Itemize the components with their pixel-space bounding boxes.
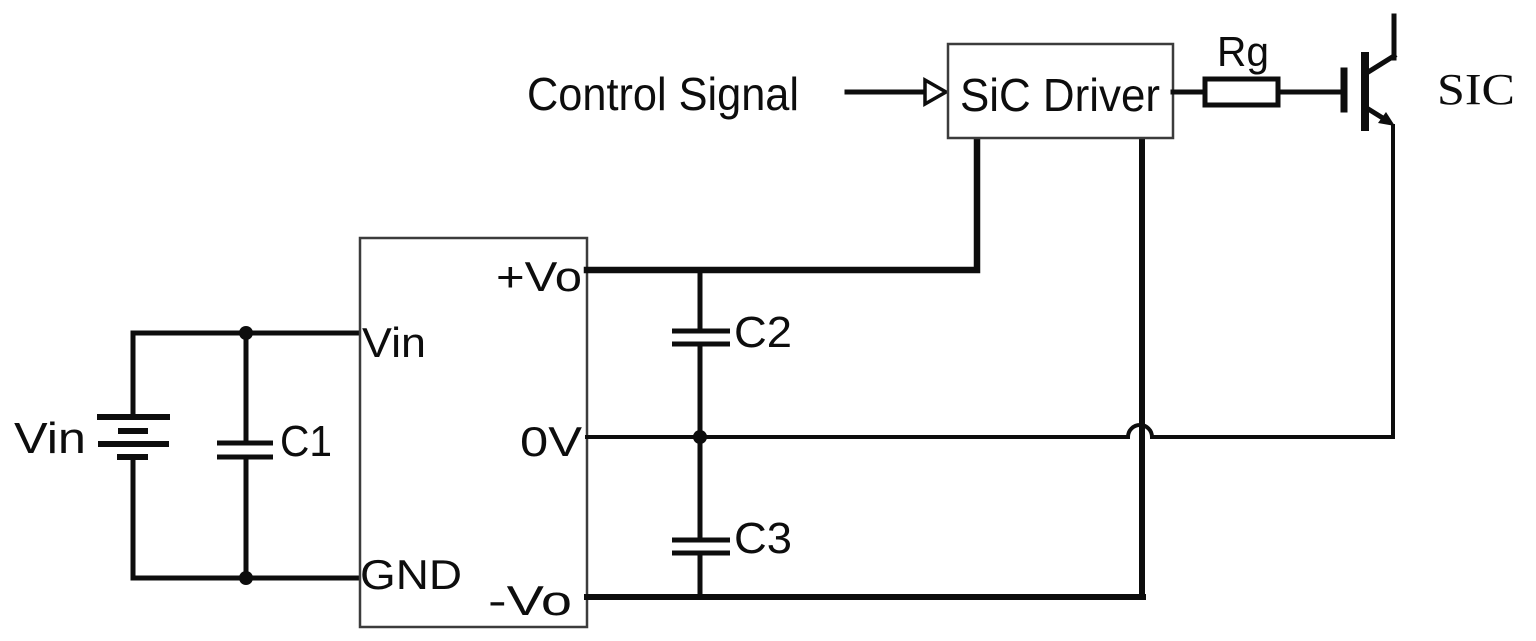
igbt-collector-diagonal (1361, 52, 1398, 78)
igbt-emitter-arrow-icon (1378, 112, 1395, 126)
vin-source-label: Vin (14, 414, 86, 463)
pin-label-gnd: GND (360, 551, 462, 598)
capacitor-c2 (672, 269, 730, 438)
c3-label: C3 (734, 514, 792, 563)
battery-symbol (97, 414, 170, 460)
wire-pos-vo (583, 136, 981, 274)
wire-zero-v (585, 124, 1395, 439)
dcdc-converter-box (358, 236, 589, 629)
sic-driver-label: SiC Driver (960, 69, 1160, 121)
rg-label: Rg (1217, 28, 1269, 75)
gate-resistor-rg (1202, 76, 1281, 108)
pin-label-pos-vo: +Vo (496, 253, 582, 300)
igbt-symbol (1340, 13, 1398, 131)
capacitor-c1 (217, 330, 273, 581)
c2-label: C2 (734, 308, 792, 357)
capacitor-c3 (672, 436, 730, 600)
pin-label-vin: Vin (362, 319, 426, 366)
pin-label-zero-v: 0V (520, 418, 582, 465)
pin-label-neg-vo: -Vo (488, 577, 572, 624)
control-signal-arrowhead-icon (923, 76, 950, 108)
control-signal-label: Control Signal (527, 68, 799, 120)
c1-label: C1 (280, 417, 332, 466)
wire-input-bottom (130, 456, 363, 581)
wire-input-top (130, 330, 363, 417)
sic-transistor-label: SIC (1437, 65, 1515, 114)
junction-dot-input-bottom (239, 571, 253, 585)
junction-dot-input-top (239, 326, 253, 340)
